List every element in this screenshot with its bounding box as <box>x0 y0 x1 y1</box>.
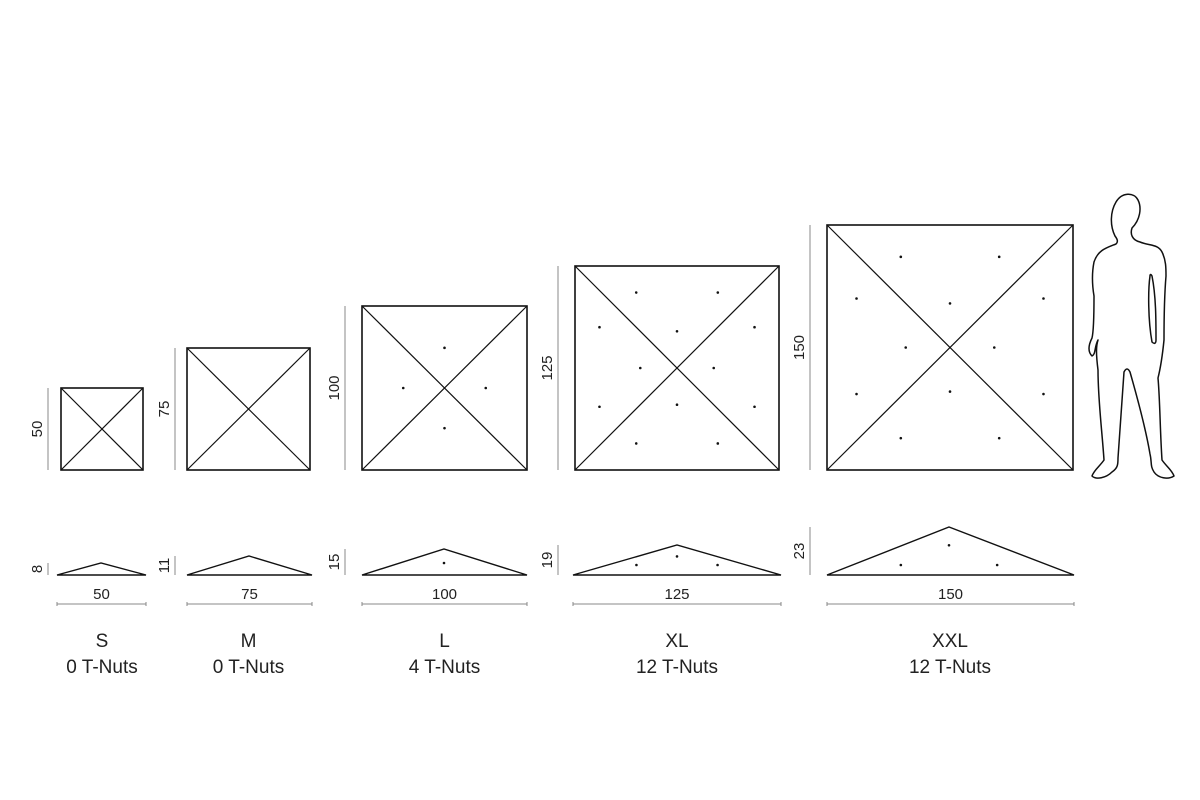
t-nut-dot <box>716 291 720 294</box>
panel-side-profile <box>826 526 1075 576</box>
size-name: XL <box>665 631 688 652</box>
depth-dimension-label: 11 <box>156 558 173 574</box>
size-name: L <box>439 631 450 652</box>
t-nut-dot <box>634 442 638 445</box>
size-name: XXL <box>932 631 968 652</box>
depth-dimension-label: 23 <box>791 543 808 560</box>
height-dimension-label: 150 <box>791 335 808 360</box>
height-dimension-label: 100 <box>326 375 343 400</box>
t-nut-dot <box>712 366 716 370</box>
t-nut-dot <box>598 325 601 329</box>
t-nut-dot <box>598 405 601 409</box>
t-nut-dot <box>716 442 720 445</box>
t-nut-dot <box>675 329 679 333</box>
t-nut-dot <box>855 297 858 300</box>
height-dimension-label: 50 <box>29 421 46 438</box>
depth-dimension-label: 15 <box>326 554 343 571</box>
t-nut-dot <box>634 291 638 294</box>
height-dimension-label: 75 <box>156 401 173 418</box>
t-nut-dot <box>635 563 638 567</box>
width-dimension-label: 100 <box>432 586 457 603</box>
depth-dimension-label: 19 <box>539 552 556 569</box>
t-nut-dot <box>638 366 642 370</box>
t-nut-dot <box>1042 392 1045 396</box>
panel-side-profile <box>572 544 782 576</box>
t-nut-dot <box>753 325 756 329</box>
panel-front-view <box>361 305 528 471</box>
t-nut-count: 0 T-Nuts <box>213 657 284 678</box>
t-nut-dot <box>442 561 446 565</box>
t-nut-dot <box>904 346 908 349</box>
t-nut-dot <box>899 436 903 440</box>
panel-side-profile <box>186 555 313 576</box>
diagonal-line <box>361 305 528 471</box>
width-dimension-label: 75 <box>241 586 258 603</box>
t-nut-count: 12 T-Nuts <box>909 657 991 678</box>
t-nut-dot <box>995 563 999 567</box>
panel-side-profile <box>56 562 147 576</box>
t-nut-dot <box>443 346 446 350</box>
size-name: M <box>241 631 257 652</box>
diagonal-line <box>826 224 1074 471</box>
t-nut-dot <box>855 392 858 396</box>
width-dimension-label: 50 <box>93 586 110 603</box>
t-nut-dot <box>675 403 679 407</box>
t-nut-dot <box>997 255 1001 259</box>
panel-s: 50 8 50S 0 T-Nuts <box>29 387 147 678</box>
t-nut-count: 0 T-Nuts <box>66 657 137 678</box>
depth-dimension-label: 8 <box>29 565 46 573</box>
t-nut-dot <box>753 405 756 409</box>
diagonal-line <box>574 265 780 471</box>
size-name: S <box>96 631 109 652</box>
diagonal-line <box>186 347 311 471</box>
panel-front-view <box>186 347 311 471</box>
panel-front-view <box>574 265 780 471</box>
height-dimension-label: 125 <box>539 355 556 380</box>
t-nut-dot <box>716 563 719 567</box>
width-dimension-label: 150 <box>938 586 963 603</box>
panel-m: 75 11 75M 0 T-Nuts <box>156 347 313 678</box>
t-nut-dot <box>1042 297 1045 300</box>
t-nut-dot <box>947 543 951 547</box>
t-nut-dot <box>948 390 952 393</box>
t-nut-dot <box>675 555 679 558</box>
t-nut-count: 12 T-Nuts <box>636 657 718 678</box>
t-nut-dot <box>401 386 405 390</box>
t-nut-dot <box>899 563 903 567</box>
t-nut-dot <box>997 436 1001 440</box>
diagonal-line <box>60 387 144 471</box>
t-nut-dot <box>992 346 996 349</box>
panel-front-view <box>826 224 1074 471</box>
t-nut-dot <box>484 386 488 390</box>
t-nut-dot <box>948 302 952 305</box>
width-dimension-label: 125 <box>664 586 689 603</box>
panel-side-profile <box>361 548 528 576</box>
panel-front-view <box>60 387 144 471</box>
t-nut-dot <box>899 255 903 259</box>
t-nut-dot <box>443 426 446 430</box>
t-nut-count: 4 T-Nuts <box>409 657 480 678</box>
person-silhouette-icon <box>1088 193 1175 479</box>
